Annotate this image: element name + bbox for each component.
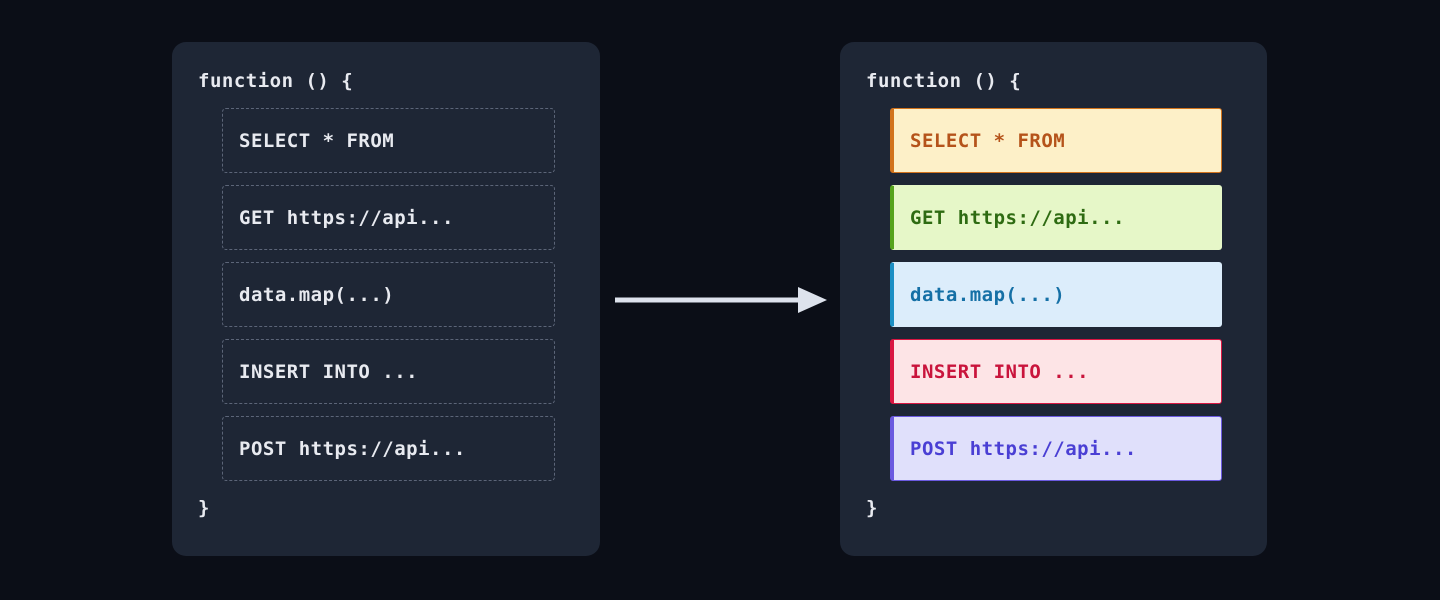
function-close-brace-left: } [198, 497, 210, 519]
list-item[interactable]: SELECT * FROM [222, 108, 555, 173]
list-item[interactable]: POST https://api... [890, 416, 1222, 481]
statement-text: INSERT INTO ... [239, 360, 419, 383]
statement-text: GET https://api... [239, 206, 454, 229]
statement-text: data.map(...) [239, 283, 395, 306]
list-item[interactable]: INSERT INTO ... [890, 339, 1222, 404]
statement-text: POST https://api... [239, 437, 466, 460]
statement-text: INSERT INTO ... [910, 360, 1090, 383]
plain-code-panel: function () { SELECT * FROM GET https://… [172, 42, 600, 556]
highlighted-code-panel: function () { SELECT * FROM GET https://… [840, 42, 1267, 556]
statement-text: POST https://api... [910, 437, 1137, 460]
list-item[interactable]: POST https://api... [222, 416, 555, 481]
function-close-brace-right: } [866, 497, 878, 519]
list-item[interactable]: GET https://api... [222, 185, 555, 250]
statement-text: SELECT * FROM [239, 129, 395, 152]
list-item[interactable]: GET https://api... [890, 185, 1222, 250]
list-item[interactable]: SELECT * FROM [890, 108, 1222, 173]
arrow-right-icon [615, 287, 827, 313]
plain-statement-list: SELECT * FROM GET https://api... data.ma… [222, 108, 574, 481]
list-item[interactable]: data.map(...) [222, 262, 555, 327]
statement-text: data.map(...) [910, 283, 1066, 306]
statement-text: SELECT * FROM [910, 129, 1066, 152]
highlighted-statement-list: SELECT * FROM GET https://api... data.ma… [890, 108, 1241, 481]
list-item[interactable]: INSERT INTO ... [222, 339, 555, 404]
function-open-brace-right: function () { [866, 70, 1022, 92]
function-open-brace-left: function () { [198, 70, 354, 92]
list-item[interactable]: data.map(...) [890, 262, 1222, 327]
statement-text: GET https://api... [910, 206, 1125, 229]
